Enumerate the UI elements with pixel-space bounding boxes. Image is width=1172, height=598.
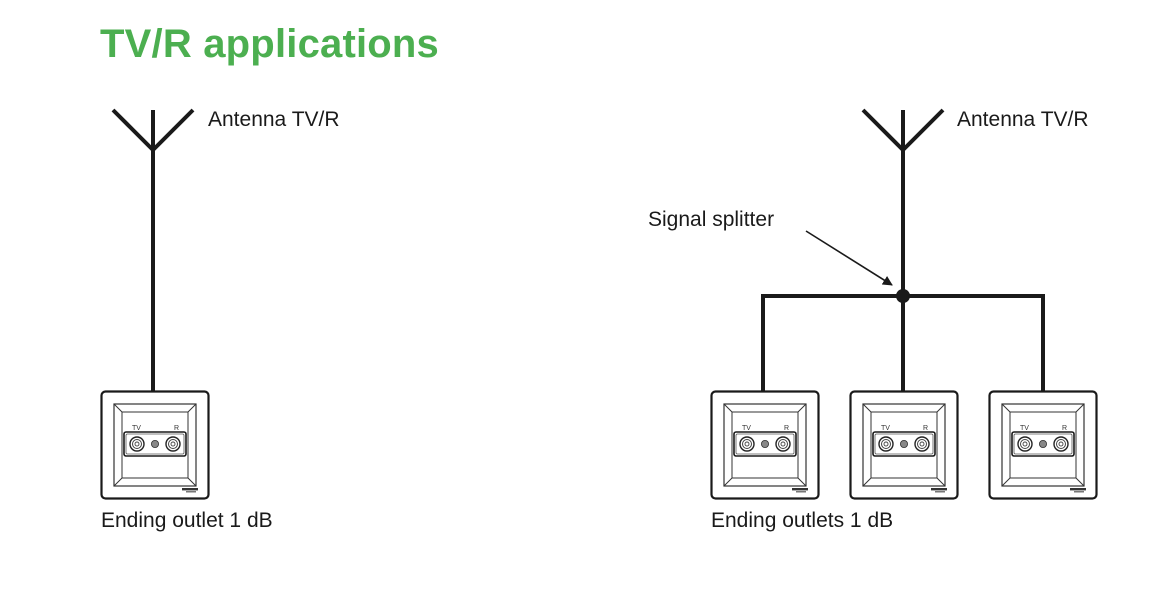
tv-r-outlet: TV R	[988, 390, 1098, 500]
r-port-label: R	[784, 425, 789, 432]
tv-connector-icon	[878, 436, 894, 452]
tv-port-label: TV	[132, 425, 141, 432]
r-connector-icon	[165, 436, 181, 452]
tv-port-label: TV	[1020, 425, 1029, 432]
tv-r-outlet: TV R	[710, 390, 820, 500]
tv-r-outlet: TV R	[849, 390, 959, 500]
outlet-graphic: TV R	[710, 390, 820, 500]
tv-r-outlet: TV R	[100, 390, 210, 500]
antenna-label-left: Antenna TV/R	[208, 108, 340, 131]
outlet-caption-left: Ending outlet 1 dB	[101, 509, 273, 532]
outlet-graphic: TV R	[849, 390, 959, 500]
brand-logo-icon	[1070, 488, 1086, 493]
splitter-node	[896, 289, 910, 303]
r-port-label: R	[923, 425, 928, 432]
tv-port-label: TV	[881, 425, 890, 432]
data-connector-icon	[900, 440, 909, 449]
brand-logo-icon	[792, 488, 808, 493]
tv-connector-icon	[1017, 436, 1033, 452]
antenna-label-right: Antenna TV/R	[957, 108, 1089, 131]
data-connector-icon	[761, 440, 770, 449]
outlet-caption-right: Ending outlets 1 dB	[711, 509, 894, 532]
splitter-label: Signal splitter	[648, 208, 775, 231]
page-title: TV/R applications	[100, 22, 440, 66]
outlet-graphic: TV R	[100, 390, 210, 500]
antenna-icon-left	[111, 108, 195, 152]
r-port-label: R	[1062, 425, 1067, 432]
outlet-graphic: TV R	[988, 390, 1098, 500]
antenna-icon-right	[861, 108, 945, 152]
data-connector-icon	[151, 440, 160, 449]
brand-logo-icon	[182, 488, 198, 493]
brand-logo-icon	[931, 488, 947, 493]
tv-connector-icon	[129, 436, 145, 452]
r-connector-icon	[914, 436, 930, 452]
data-connector-icon	[1039, 440, 1048, 449]
r-connector-icon	[1053, 436, 1069, 452]
splitter-arrow	[805, 230, 893, 286]
r-connector-icon	[775, 436, 791, 452]
tv-port-label: TV	[742, 425, 751, 432]
tv-connector-icon	[739, 436, 755, 452]
r-port-label: R	[174, 425, 179, 432]
